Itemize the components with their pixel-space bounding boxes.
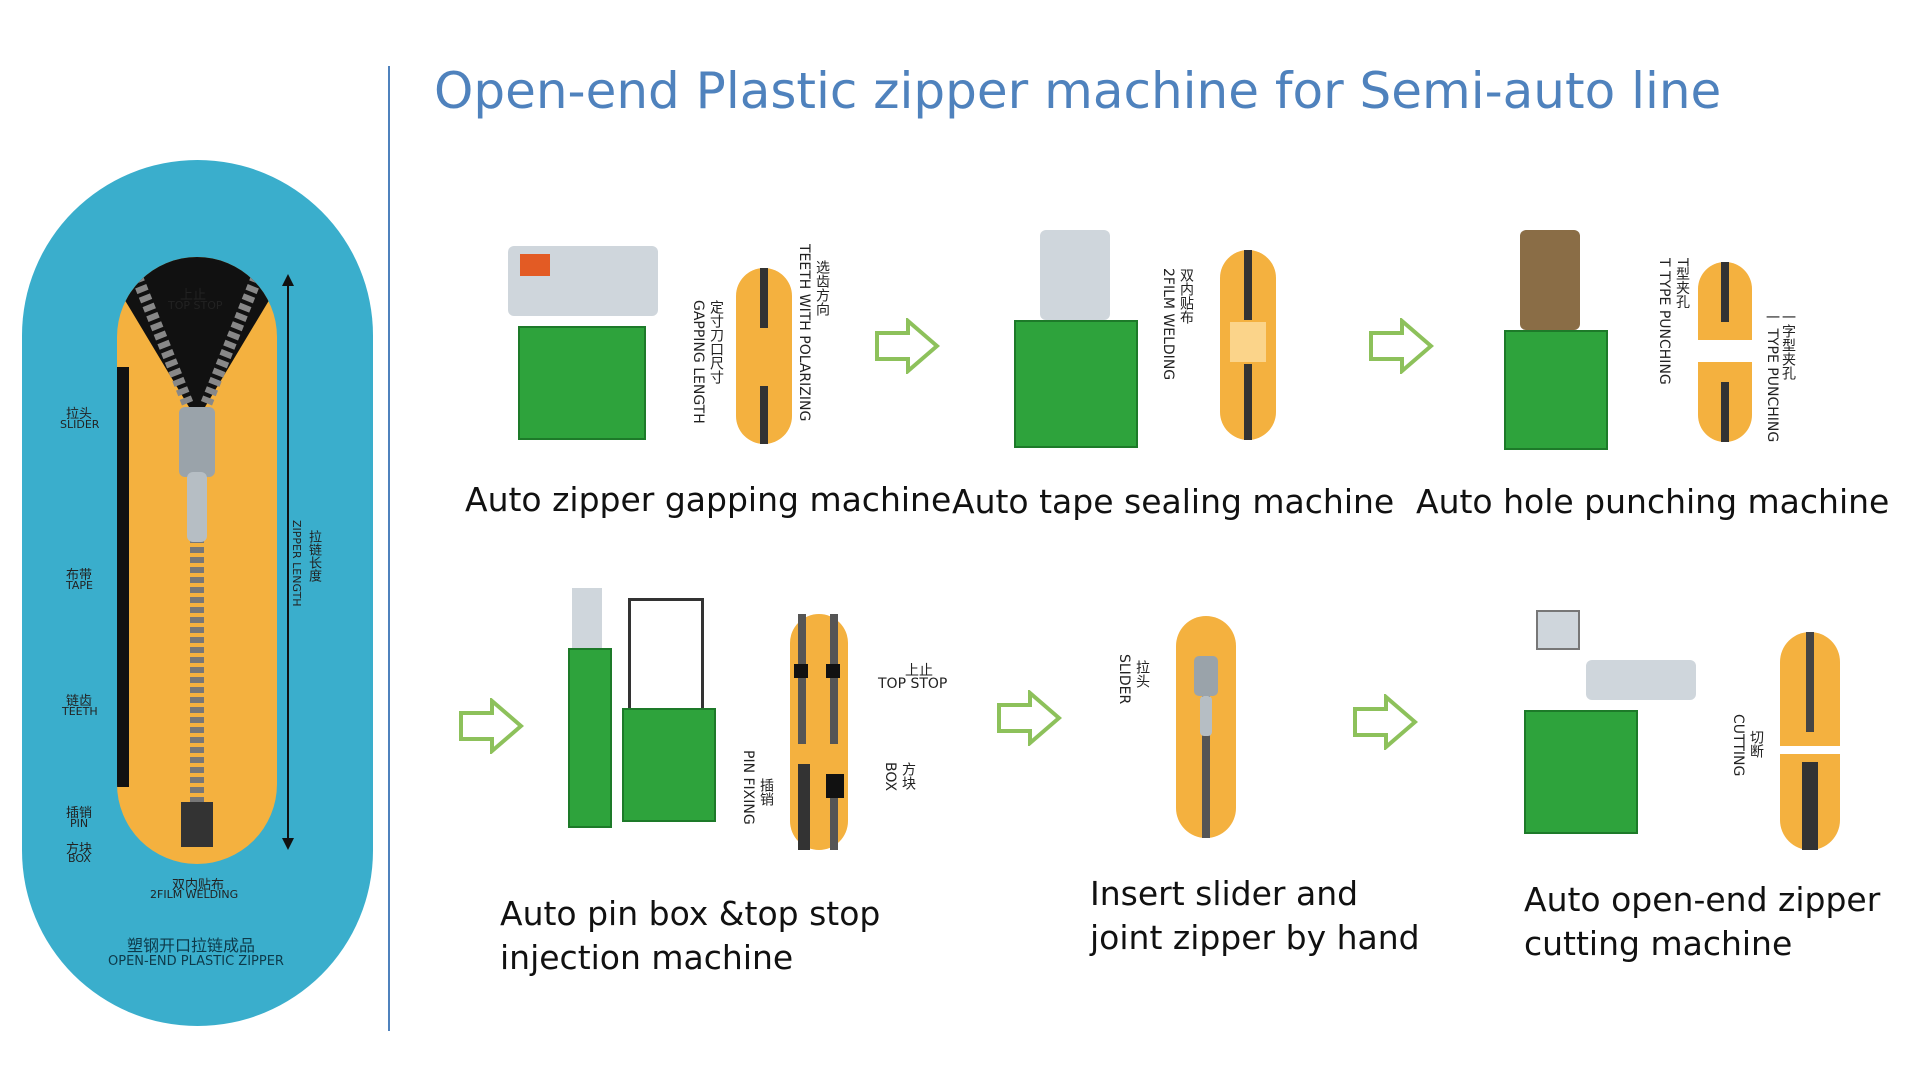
zipper-length-label-en: ZIPPER LENGTH <box>290 520 303 607</box>
injection-anno-2: TOP STOP <box>878 676 948 692</box>
tape-sealing-caption: Auto tape sealing machine <box>952 482 1395 521</box>
tape-sealing-zipper-sample <box>1220 250 1276 440</box>
injection-anno-5: 插销 <box>758 778 774 806</box>
right-arrow-icon <box>459 698 524 754</box>
cutting-caption-line2: cutting machine <box>1524 924 1793 963</box>
slider-zipper-sample <box>1176 616 1236 838</box>
top-stop-label-en: TOP STOP <box>168 299 223 312</box>
product-title-cn: 塑钢开口拉链成品 <box>127 936 256 955</box>
pin-label-cn: 插销 <box>66 806 93 821</box>
slider-label-cn: 拉头 <box>66 407 93 422</box>
film-welding-label-cn: 双内贴布 <box>172 878 225 893</box>
page-title: Open-end Plastic zipper machine for Semi… <box>434 62 1722 120</box>
tape-sealing-machine-image <box>1010 230 1140 450</box>
hole-punching-anno-1: T型夹孔 <box>1674 258 1690 309</box>
right-arrow-icon <box>1369 318 1434 374</box>
slider-caption-line1: Insert slider and <box>1090 874 1359 913</box>
box-label-en: BOX <box>68 852 91 865</box>
cutting-anno-2: CUTTING <box>1730 714 1746 777</box>
tape-label-cn: 布带 <box>66 568 93 583</box>
slider-anno-2: SLIDER <box>1116 654 1132 705</box>
right-arrow-icon <box>997 690 1062 746</box>
cutting-anno-1: 切断 <box>1748 730 1764 758</box>
gapping-zipper-sample <box>736 268 792 444</box>
slider-caption-line2: joint zipper by hand <box>1090 918 1420 957</box>
divider-line <box>388 66 390 1031</box>
right-arrow-icon <box>875 318 940 374</box>
product-title-en: OPEN-END PLASTIC ZIPPER <box>108 954 284 969</box>
injection-caption-line1: Auto pin box &top stop <box>500 894 881 933</box>
hole-punching-caption: Auto hole punching machine <box>1416 482 1890 521</box>
gapping-anno-3: 定寸刀口尺寸 <box>708 300 724 384</box>
tape-label-en: TAPE <box>66 579 93 592</box>
slider-anno-1: 拉头 <box>1134 660 1150 688</box>
hole-punching-zipper-sample <box>1698 262 1752 442</box>
gapping-anno-1: 选齿方向 <box>814 260 830 316</box>
cutting-machine-image <box>1516 590 1706 838</box>
top-stop-label-cn: 上止 <box>180 288 207 303</box>
gapping-anno-2: TEETH WITH POLARIZING <box>796 244 812 422</box>
injection-anno-1: 上止 <box>905 663 933 679</box>
teeth-label-en: TEETH <box>62 705 98 718</box>
hole-punching-anno-4: 一 TYPE PUNCHING <box>1764 310 1780 443</box>
injection-anno-6: PIN FIXING <box>740 750 756 825</box>
gapping-machine-image <box>508 246 658 442</box>
zipper-length-dimension <box>282 274 294 850</box>
film-welding-label-en: 2FILM WELDING <box>150 888 239 901</box>
right-arrow-icon <box>1353 694 1418 750</box>
injection-caption-line2: injection machine <box>500 938 794 977</box>
injection-zipper-sample <box>790 614 848 850</box>
hole-punching-machine-image <box>1500 230 1610 450</box>
gapping-anno-4: GAPPING LENGTH <box>690 300 706 424</box>
gapping-caption: Auto zipper gapping machine <box>465 480 952 519</box>
injection-anno-3: 方块 <box>900 762 916 790</box>
hole-punching-anno-2: T TYPE PUNCHING <box>1656 258 1672 385</box>
zipper-drawing <box>117 257 277 847</box>
cutting-zipper-sample <box>1780 632 1840 850</box>
cutting-caption-line1: Auto open-end zipper <box>1524 880 1881 919</box>
injection-machine-image <box>532 588 718 828</box>
pin-label-en: PIN <box>70 817 89 830</box>
injection-anno-4: BOX <box>882 762 898 792</box>
zipper-length-label-cn: 拉链长度 <box>306 530 321 582</box>
tape-sealing-anno-1: 双内贴布 <box>1178 268 1194 324</box>
teeth-label-cn: 链齿 <box>66 694 93 709</box>
hole-punching-anno-3: 一字型夹孔 <box>1780 310 1796 380</box>
tape-sealing-anno-2: 2FILM WELDING <box>1160 268 1176 381</box>
box-label-cn: 方块 <box>66 842 93 857</box>
zipper-illustration <box>117 257 277 864</box>
slider-label-en: SLIDER <box>60 418 100 431</box>
